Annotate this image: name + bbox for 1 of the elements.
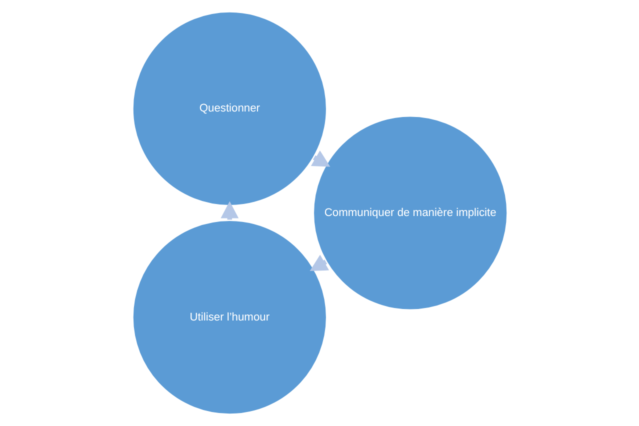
node-circle: Questionner [130, 10, 328, 208]
